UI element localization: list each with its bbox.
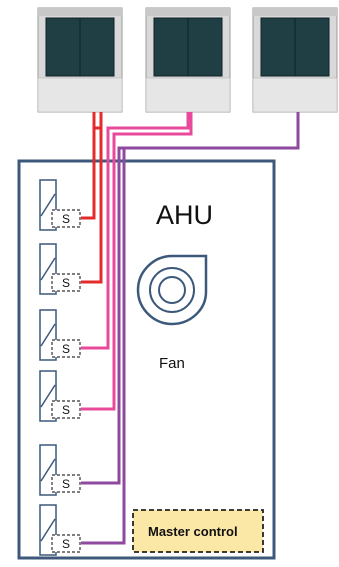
fan-rotor-inner (159, 277, 185, 303)
sensor-label: S (62, 212, 70, 226)
outdoor-unit-top-panel (38, 8, 122, 16)
outdoor-unit-top-panel (253, 8, 337, 16)
outdoor-unit-2 (146, 8, 230, 112)
sensor-label: S (62, 342, 70, 356)
outdoor-unit-base (253, 78, 337, 112)
outdoor-unit-1 (38, 8, 122, 112)
fan-label: Fan (159, 355, 185, 372)
ahu-label: AHU (156, 200, 213, 230)
sensor-label: S (62, 276, 70, 290)
outdoor-unit-3 (253, 8, 337, 112)
outdoor-unit-base (38, 78, 122, 112)
sensor-label: S (62, 477, 70, 491)
fan-icon (138, 256, 206, 324)
sensor-label: S (62, 537, 70, 551)
sensor-label: S (62, 403, 70, 417)
outdoor-unit-top-panel (146, 8, 230, 16)
outdoor-unit-base (146, 78, 230, 112)
master-control-label: Master control (148, 524, 238, 539)
